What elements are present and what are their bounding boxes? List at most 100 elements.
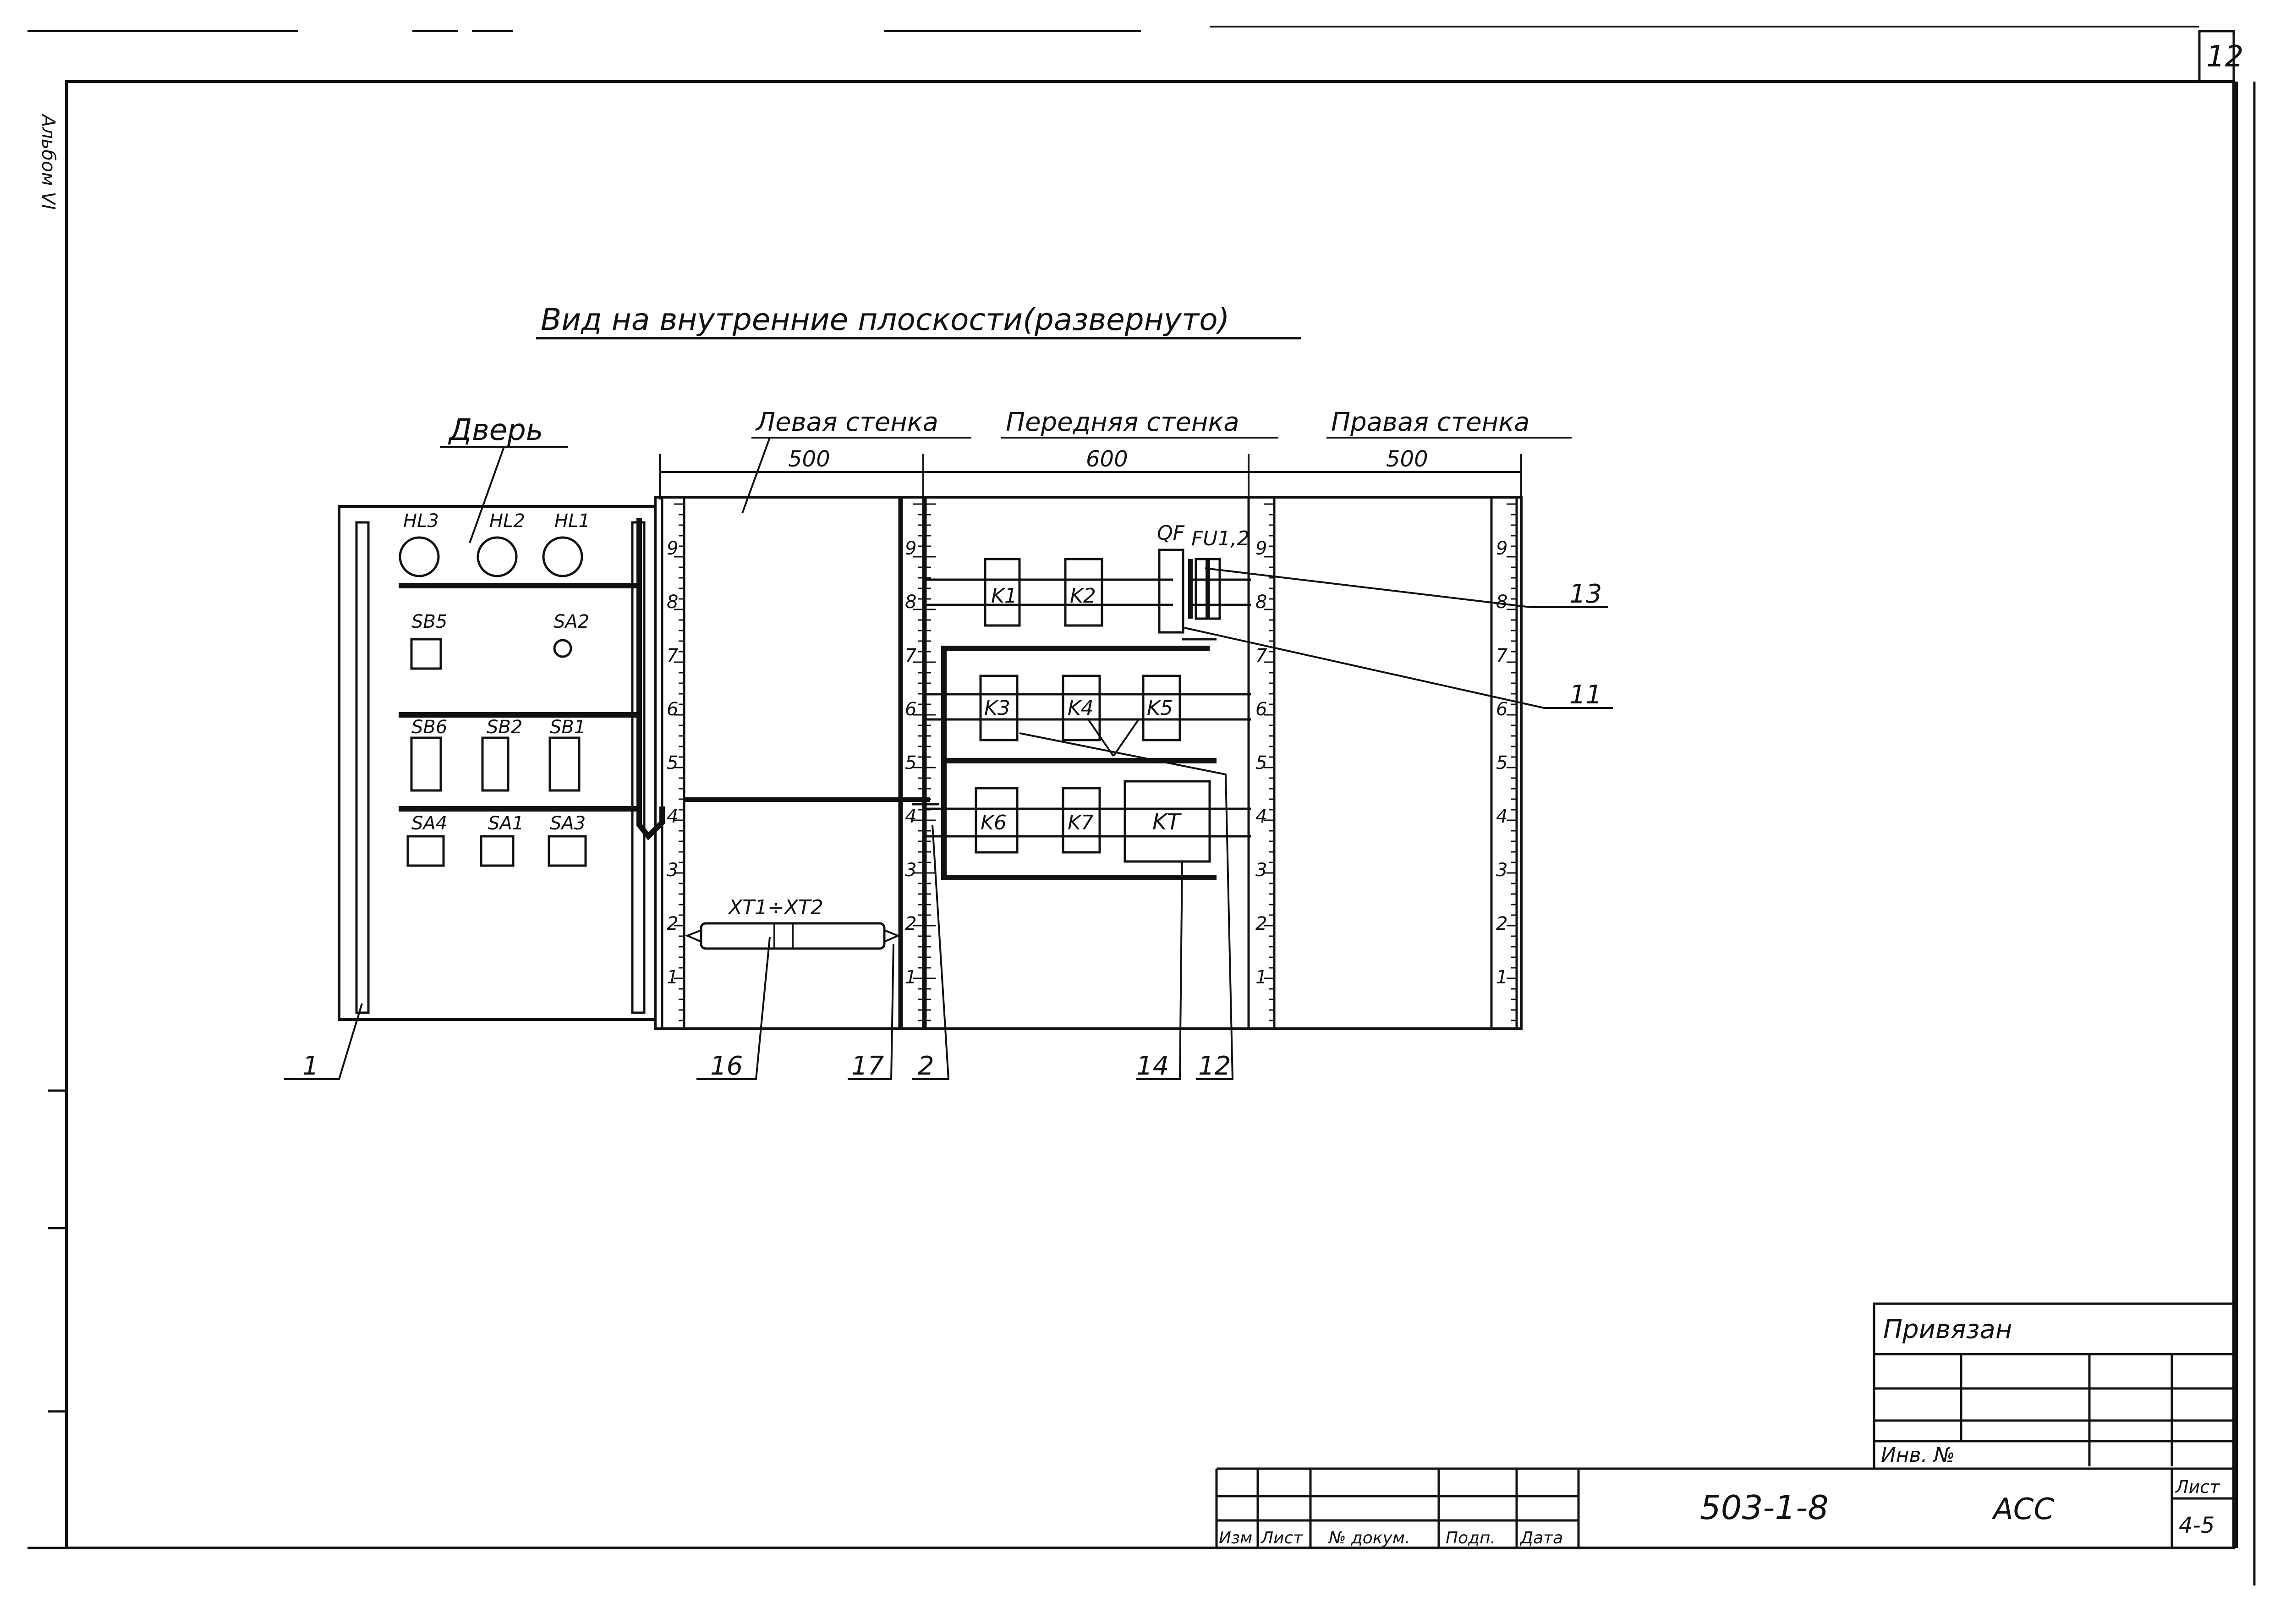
scale-mark: 1	[667, 967, 678, 988]
right-wall-label: Правая стенка	[1331, 407, 1529, 437]
door-label: Дверь	[448, 413, 543, 447]
scale-mark: 1	[1255, 967, 1267, 988]
scale-mark: 9	[667, 538, 678, 559]
relay-k3	[979, 675, 1019, 741]
scale-mark: 5	[667, 752, 678, 774]
scale-mark: 6	[667, 699, 678, 720]
lamp-hl3-icon	[399, 536, 440, 577]
label-k6: K6	[981, 811, 1007, 834]
button-sb2	[481, 736, 510, 792]
scale-mark: 1	[905, 967, 916, 988]
scale-mark: 1	[1496, 967, 1507, 988]
top-strokes	[27, 26, 2199, 32]
label-fu: FU1,2	[1191, 527, 1250, 550]
relay-k2	[1064, 558, 1103, 627]
front-wall-label: Передняя стенка	[1006, 407, 1239, 437]
label-sa4: SA4	[411, 813, 447, 834]
scale-mark: 4	[667, 806, 678, 827]
label-sa2: SA2	[554, 611, 589, 632]
privyazan-label: Привязан	[1883, 1315, 2012, 1344]
scale-mark: 8	[667, 592, 678, 613]
inv-label: Инв. №	[1881, 1443, 1955, 1467]
front-wall-right-rail	[1247, 496, 1276, 1030]
label-qf: QF	[1157, 521, 1185, 545]
album-label: Альбом VI	[38, 113, 59, 210]
scale-mark: 7	[905, 645, 917, 666]
scale-mark: 9	[905, 538, 916, 559]
scale-mark: 2	[667, 913, 678, 934]
front-wall-left-rail	[900, 496, 927, 1030]
col-list: Лист	[1260, 1529, 1303, 1547]
scale-mark: 3	[667, 860, 678, 881]
breaker-qf	[1158, 549, 1184, 634]
scale-mark: 7	[1496, 645, 1508, 666]
scale-ticks	[674, 503, 1517, 1021]
relay-k4	[1062, 675, 1101, 741]
col-sign: Подп.	[1446, 1529, 1496, 1547]
doc-code: 503-1-8	[1700, 1488, 1829, 1527]
relay-k5	[1142, 675, 1181, 741]
dimension-line	[659, 454, 1522, 499]
col-date: Дата	[1519, 1529, 1563, 1547]
label-k5: K5	[1147, 697, 1173, 720]
label-sa3: SA3	[550, 813, 586, 834]
label-k1: K1	[991, 584, 1017, 608]
button-sb1	[548, 736, 581, 792]
lamp-hl1-icon	[542, 536, 583, 577]
left-scale-rail	[661, 496, 685, 1030]
callout-11: 11	[1569, 680, 1602, 710]
relay-k6	[975, 787, 1019, 854]
scale-mark: 8	[905, 592, 916, 613]
left-wall-label: Левая стенка	[755, 407, 938, 437]
scale-mark: 5	[1255, 752, 1267, 774]
label-sb2: SB2	[487, 717, 522, 738]
view-title: Вид на внутренние плоскости(развернуто)	[541, 302, 1229, 337]
sheet-value: 4-5	[2179, 1513, 2214, 1538]
scale-mark: 9	[1496, 538, 1507, 559]
label-sb5: SB5	[411, 611, 447, 632]
dim-left: 500	[788, 446, 830, 472]
label-hl2: HL2	[489, 510, 525, 532]
label-k2: K2	[1070, 584, 1096, 608]
label-sa1: SA1	[488, 813, 524, 834]
relay-k7	[1062, 787, 1101, 854]
leader-lines	[284, 567, 1613, 1080]
callout-12: 12	[1198, 1051, 1231, 1081]
scale-mark: 7	[1255, 645, 1267, 666]
main-title-block	[1215, 1467, 2236, 1548]
scale-mark: 3	[905, 860, 916, 881]
scale-mark: 8	[1496, 592, 1507, 613]
callout-2: 2	[918, 1051, 934, 1081]
scale-mark: 5	[1496, 752, 1507, 774]
scale-mark: 8	[1255, 592, 1267, 613]
sheet-label: Лист	[2175, 1477, 2220, 1497]
button-sb6	[410, 736, 442, 792]
lamp-hl2-icon	[477, 536, 518, 577]
sheet-frame	[65, 80, 2235, 1549]
switch-sa4	[406, 835, 445, 867]
terminal-label: XT1÷XT2	[728, 896, 823, 919]
label-sb1: SB1	[550, 717, 586, 738]
relay-k1	[984, 558, 1021, 627]
scale-mark: 2	[1496, 913, 1507, 934]
button-sb5	[410, 638, 442, 670]
label-sb6: SB6	[411, 717, 447, 738]
dim-right: 500	[1386, 446, 1428, 472]
label-k3: K3	[984, 697, 1010, 720]
scale-mark: 6	[905, 699, 916, 720]
switch-sa1	[480, 835, 515, 867]
timer-kt	[1124, 780, 1211, 863]
callout-17: 17	[851, 1051, 884, 1081]
scale-mark: 6	[1496, 699, 1507, 720]
label-kt: KT	[1152, 809, 1182, 835]
col-doc: № докум.	[1328, 1529, 1410, 1547]
callout-14: 14	[1136, 1051, 1169, 1081]
switch-sa2-icon	[553, 639, 572, 658]
label-k7: K7	[1068, 811, 1094, 834]
callout-13: 13	[1569, 579, 1602, 609]
col-izm: Изм	[1219, 1529, 1252, 1547]
dim-front: 600	[1086, 446, 1128, 472]
door-left-strip	[355, 521, 370, 1014]
scale-mark: 4	[1255, 806, 1267, 827]
